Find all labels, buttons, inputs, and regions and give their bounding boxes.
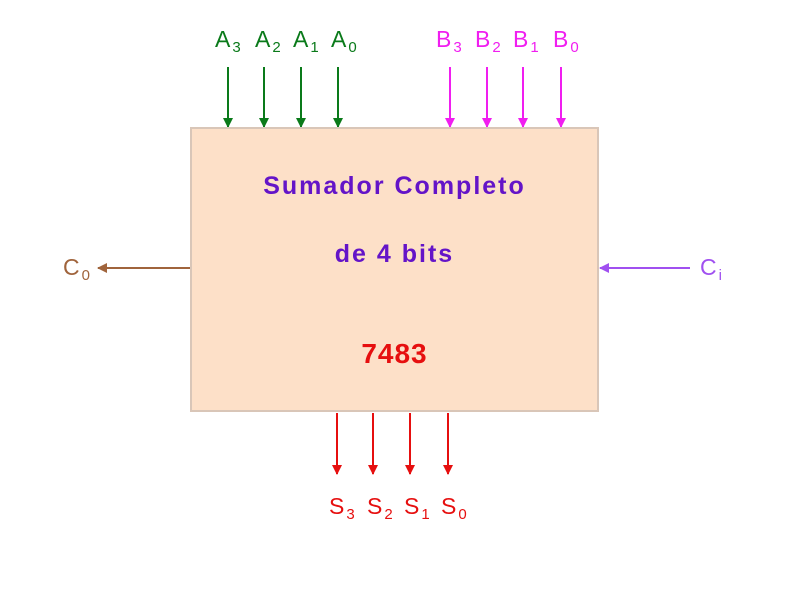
- adder-block: [190, 127, 599, 412]
- part-number: 7483: [361, 338, 428, 369]
- block-title-line2: de 4 bits: [334, 240, 455, 268]
- block-title-line1: Sumador Completo: [263, 172, 526, 200]
